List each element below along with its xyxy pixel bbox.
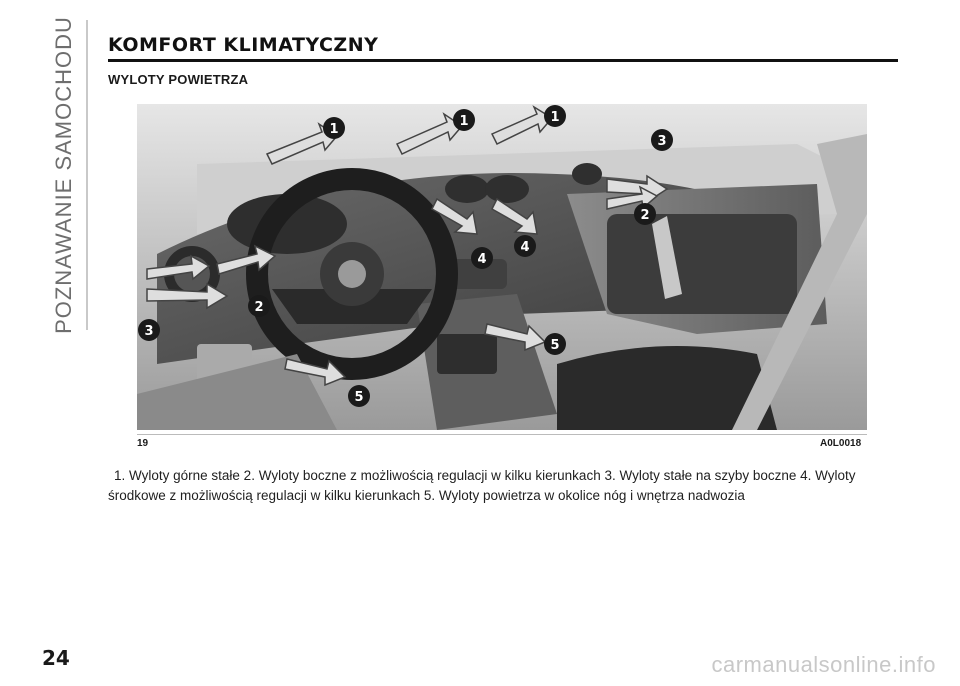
watermark: carmanualsonline.info	[711, 652, 936, 677]
side-divider	[86, 20, 88, 330]
callout-1a: 1	[329, 122, 338, 137]
page-number: 24	[42, 646, 70, 670]
callout-3a: 3	[657, 134, 666, 149]
callout-1b: 1	[459, 114, 468, 129]
section-subtitle: WYLOTY POWIETRZA	[108, 72, 249, 87]
figure-number: 19	[137, 438, 149, 449]
side-section-tab: POZNAWANIE SAMOCHODU	[50, 16, 78, 334]
callout-3b: 3	[144, 324, 153, 339]
callout-4a: 4	[520, 240, 529, 255]
side-section-label: POZNAWANIE SAMOCHODU	[51, 16, 77, 334]
figure-code: A0L0018	[820, 438, 862, 449]
callout-5b: 5	[354, 390, 363, 405]
section-title: KOMFORT KLIMATYCZNY	[108, 34, 379, 56]
title-rule	[108, 59, 898, 62]
callout-2b: 2	[254, 300, 263, 315]
page-header: KOMFORT KLIMATYCZNY WYLOTY POWIETRZA	[108, 34, 898, 87]
callout-2a: 2	[640, 208, 649, 223]
callout-4b: 4	[477, 252, 486, 267]
callout-1c: 1	[550, 110, 559, 125]
dashboard-illustration: 1 1 1 3 2 4 4 2 3 5 5	[137, 104, 867, 430]
callout-5a: 5	[550, 338, 559, 353]
dashboard-air-vents-figure: 1 1 1 3 2 4 4 2 3 5 5	[137, 104, 867, 430]
figure-legend: 1. Wyloty górne stałe 2. Wyloty boczne z…	[108, 468, 856, 503]
figure-caption-rule	[137, 434, 867, 435]
